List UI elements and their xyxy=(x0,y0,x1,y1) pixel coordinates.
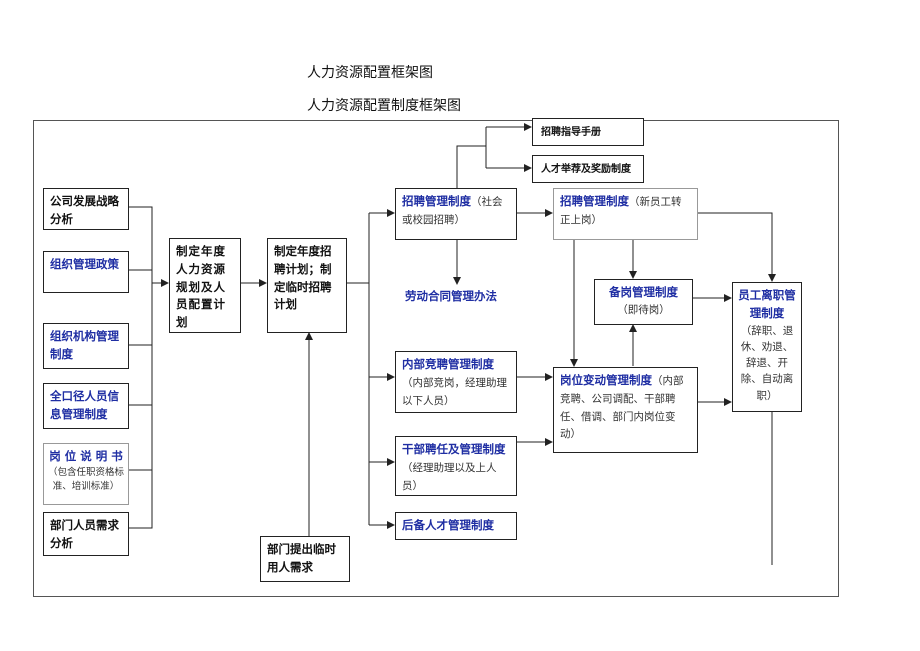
resign-box: 员工离职管理制度 （辞职、退休、劝退、辞退、开除、自动离职） xyxy=(732,282,802,412)
left-box-label: 组织机构管理制度 xyxy=(50,329,119,361)
diagram-frame xyxy=(33,120,839,597)
recruit-new-label: 招聘管理制度 xyxy=(560,194,629,208)
recruit-plan-box: 制定年度招聘计划；制定临时招聘计划 xyxy=(267,238,347,333)
dept-temp-label: 部门提出临时用人需求 xyxy=(267,542,336,574)
recruit-guide-label: 招聘指导手册 xyxy=(541,127,601,138)
cadre-sub: （经理助理以及上人员） xyxy=(402,461,497,492)
transfer-label: 岗位变动管理制度 xyxy=(560,373,652,387)
recruit-mgmt-box: 招聘管理制度（社会或校园招聘） xyxy=(395,188,517,240)
resign-label: 员工离职管理制度 xyxy=(738,288,796,320)
transfer-box: 岗位变动管理制度（内部竞聘、公司调配、干部聘任、借调、部门内岗位变动） xyxy=(553,367,698,453)
standby-sub: （即待岗） xyxy=(617,303,670,316)
resign-sub: （辞职、退休、劝退、辞退、开除、自动离职） xyxy=(740,324,794,402)
reserve-talent-box: 后备人才管理制度 xyxy=(395,512,517,540)
internal-compete-label: 内部竞聘管理制度 xyxy=(402,357,494,371)
recruit-mgmt-sub: （社会或校园招聘） xyxy=(402,196,503,226)
left-box-sub: （包含任职资格标准、培训标准） xyxy=(47,466,124,492)
left-box-label: 公司发展战略分析 xyxy=(50,194,119,226)
dept-temp-box: 部门提出临时用人需求 xyxy=(260,536,350,582)
recruit-new-box: 招聘管理制度（新员工转正上岗） xyxy=(553,188,698,240)
left-box-label: 岗 位 说 明 书 xyxy=(49,449,123,463)
recruit-plan-label: 制定年度招聘计划；制定临时招聘计划 xyxy=(274,244,332,312)
internal-compete-box: 内部竞聘管理制度 （内部竞岗，经理助理以下人员） xyxy=(395,351,517,413)
talent-reward-label: 人才举荐及奖励制度 xyxy=(541,164,631,175)
recruit-guide-box: 招聘指导手册 xyxy=(532,118,644,146)
recruit-mgmt-label: 招聘管理制度 xyxy=(402,194,471,208)
labor-contract-text: 劳动合同管理办法 xyxy=(405,289,497,303)
left-box-label: 组织管理政策 xyxy=(50,257,119,271)
recruit-new-sub: （新员工转正上岗） xyxy=(560,196,682,226)
cadre-label: 干部聘任及管理制度 xyxy=(402,442,506,456)
left-box-job-desc: 岗 位 说 明 书 （包含任职资格标准、培训标准） xyxy=(43,443,129,505)
transfer-sub: （内部竞聘、公司调配、干部聘任、借调、部门内岗位变动） xyxy=(560,375,684,441)
talent-reward-box: 人才举荐及奖励制度 xyxy=(532,155,644,183)
left-box-label: 全口径人员信息管理制度 xyxy=(50,389,119,421)
left-box-dept-demand: 部门人员需求分析 xyxy=(43,512,129,556)
diagram-title: 人力资源配置制度框架图 xyxy=(307,98,461,114)
internal-compete-sub: （内部竞岗，经理助理以下人员） xyxy=(402,376,507,407)
left-box-strategy: 公司发展战略分析 xyxy=(43,188,129,230)
reserve-talent-label: 后备人才管理制度 xyxy=(402,518,494,532)
page-title: 人力资源配置框架图 xyxy=(307,65,433,81)
annual-plan-box: 制定年度人力资源规划及人员配置计划 xyxy=(169,238,241,333)
standby-box: 备岗管理制度 （即待岗） xyxy=(594,279,693,325)
annual-plan-label: 制定年度人力资源规划及人员配置计划 xyxy=(176,244,226,330)
left-box-policy: 组织管理政策 xyxy=(43,251,129,293)
standby-label: 备岗管理制度 xyxy=(609,285,678,299)
left-box-label: 部门人员需求分析 xyxy=(50,518,119,550)
left-box-org: 组织机构管理制度 xyxy=(43,323,129,369)
left-box-info: 全口径人员信息管理制度 xyxy=(43,383,129,429)
cadre-box: 干部聘任及管理制度 （经理助理以及上人员） xyxy=(395,436,517,496)
